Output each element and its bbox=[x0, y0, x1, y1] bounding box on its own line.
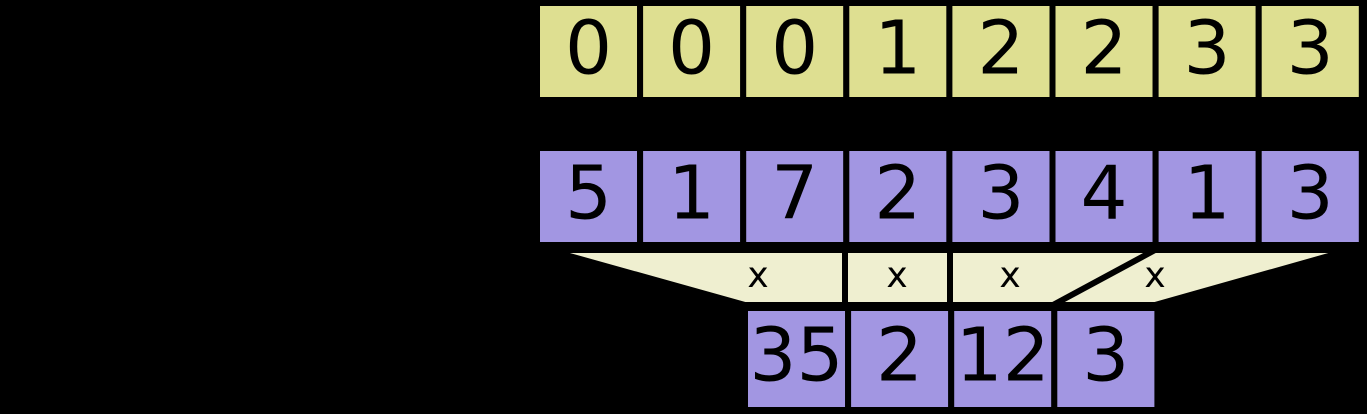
cell: 4 bbox=[1049, 145, 1159, 248]
cell-value: 35 bbox=[749, 313, 843, 399]
cell-value: 2 bbox=[874, 151, 921, 237]
cell-value: 2 bbox=[876, 313, 923, 399]
cell: 5 bbox=[534, 145, 644, 248]
cell-value: 3 bbox=[1287, 151, 1334, 237]
cell: 3 bbox=[1255, 145, 1365, 248]
cell: 0 bbox=[637, 0, 747, 103]
multiply-operator-label: x bbox=[747, 255, 768, 296]
cell-value: 0 bbox=[565, 6, 612, 92]
cell: 3 bbox=[1152, 0, 1262, 103]
cell-value: 3 bbox=[1082, 313, 1129, 399]
cell-value: 1 bbox=[1184, 151, 1231, 237]
multiply-operator-label: x bbox=[886, 255, 907, 296]
cell-value: 3 bbox=[1184, 6, 1231, 92]
cell: 12 bbox=[948, 305, 1058, 413]
cell-value: 2 bbox=[977, 6, 1024, 92]
input-values-row: 5 1 7 2 3 4 1 bbox=[534, 145, 1365, 248]
cell: 2 bbox=[946, 0, 1056, 103]
cell: 1 bbox=[843, 0, 953, 103]
multiply-operator-label: x bbox=[1144, 255, 1165, 296]
cell-value: 1 bbox=[668, 151, 715, 237]
cell: 3 bbox=[946, 145, 1056, 248]
cell-value: 0 bbox=[771, 6, 818, 92]
cell-value: 3 bbox=[977, 151, 1024, 237]
cell: 2 bbox=[845, 305, 955, 413]
cell: 1 bbox=[637, 145, 747, 248]
cell-value: 5 bbox=[565, 151, 612, 237]
cell: 35 bbox=[742, 305, 852, 413]
reduction-connector: x x x x bbox=[547, 247, 1351, 308]
output-values-row: 35 2 12 3 bbox=[742, 305, 1161, 413]
cell-value: 1 bbox=[874, 6, 921, 92]
cell: 2 bbox=[1049, 0, 1159, 103]
cell: 3 bbox=[1051, 305, 1161, 413]
cell: 0 bbox=[740, 0, 850, 103]
cell-value: 3 bbox=[1287, 6, 1334, 92]
connector-diagonal-divider bbox=[1051, 247, 1157, 308]
cell: 1 bbox=[1152, 145, 1262, 248]
cell-value: 4 bbox=[1080, 151, 1127, 237]
cell: 7 bbox=[740, 145, 850, 248]
cell: 2 bbox=[843, 145, 953, 248]
cell: 0 bbox=[534, 0, 644, 103]
cell-value: 7 bbox=[771, 151, 818, 237]
cell-value: 12 bbox=[956, 313, 1050, 399]
cell: 3 bbox=[1255, 0, 1365, 103]
multiply-operator-label: x bbox=[999, 255, 1020, 296]
segment-ids-row: 0 0 0 1 2 2 3 bbox=[534, 0, 1365, 103]
cell-value: 0 bbox=[668, 6, 715, 92]
cell-value: 2 bbox=[1080, 6, 1127, 92]
